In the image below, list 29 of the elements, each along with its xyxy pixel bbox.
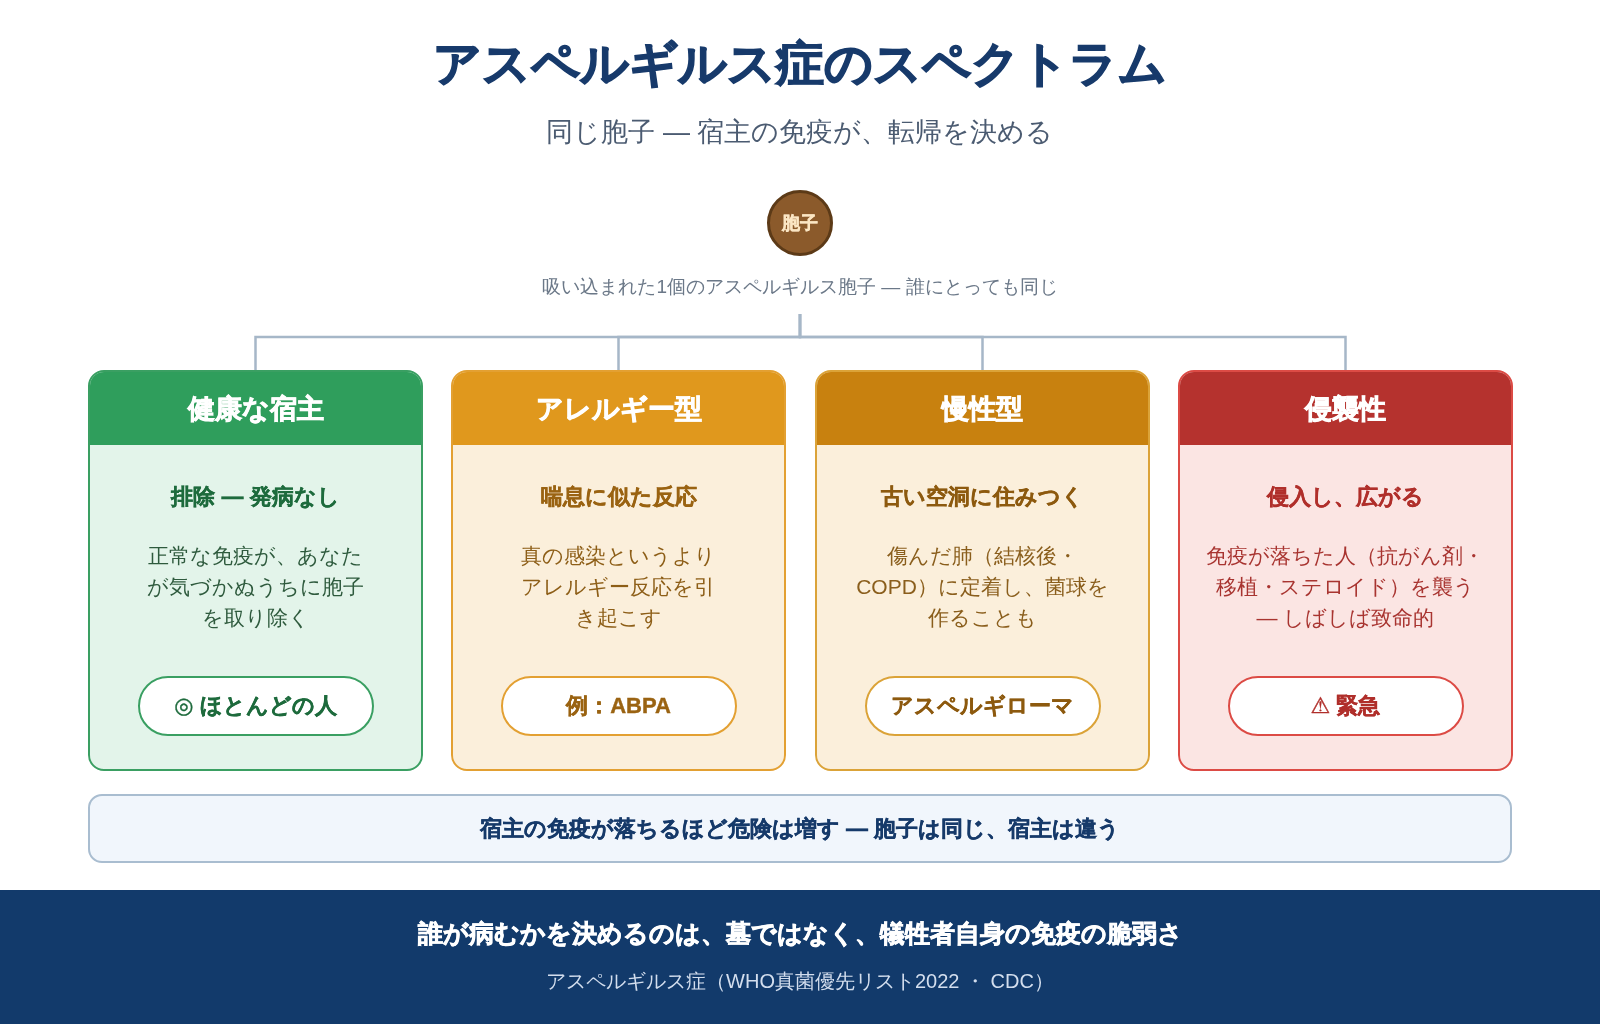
category-card [88, 370, 423, 771]
source-text: アスペルギルス症（WHO真菌優先リスト2022 ・ CDC） [546, 969, 1054, 994]
category-card [451, 370, 786, 771]
footer-band [0, 890, 1600, 1024]
tag-pill: アスペルギローマ [864, 676, 1101, 736]
card-text: 正常な免疫が、あなたが気づかぬうちに胞子を取り除く [146, 543, 365, 631]
card-header: アレルギー型 [453, 372, 784, 445]
footer-text: 誰が病むかを決めるのは、墓ではなく、犠牲者自身の免疫の脆弱さ [417, 918, 1183, 949]
card-heading: 古い空洞に住みつく [881, 483, 1084, 511]
title: アスペルギルス症のスペクトラム [433, 36, 1167, 92]
connector-line [798, 314, 1347, 370]
subtitle: 同じ胞子 — 宿主の免疫が、転帰を決める [546, 116, 1054, 149]
summary-box: 宿主の免疫が落ちるほど危険は増す — 胞子は同じ、宿主は違う [88, 794, 1512, 863]
card-header: 慢性型 [817, 372, 1148, 445]
spore-circle: 胞子 [767, 190, 833, 256]
card-header: 健康な宿主 [90, 372, 421, 445]
card-heading: 喘息に似た反応 [540, 483, 697, 511]
card-header: 侵襲性 [1180, 372, 1511, 445]
card-heading: 侵入し、広がる [1267, 483, 1424, 511]
caption-text: 吸い込まれた1個のアスペルギルス胞子 — 誰にとっても同じ [542, 275, 1058, 299]
card-text: 傷んだ肺（結核後・COPD）に定着し、菌球を作ることも [855, 543, 1110, 631]
tag-pill: ⚠ 緊急 [1227, 676, 1464, 736]
tag-pill: 例：ABPA [500, 676, 737, 736]
category-card [815, 370, 1150, 771]
card-text: 免疫が落ちた人（抗がん剤・移植・ステロイド）を襲う — しばしば致命的 [1205, 543, 1486, 631]
card-text: 真の感染というよりアレルギー反応を引き起こす [520, 543, 717, 631]
card-heading: 排除 — 発病なし [171, 483, 340, 511]
category-card [1178, 370, 1513, 771]
tag-pill: ◎ ほとんどの人 [137, 676, 374, 736]
